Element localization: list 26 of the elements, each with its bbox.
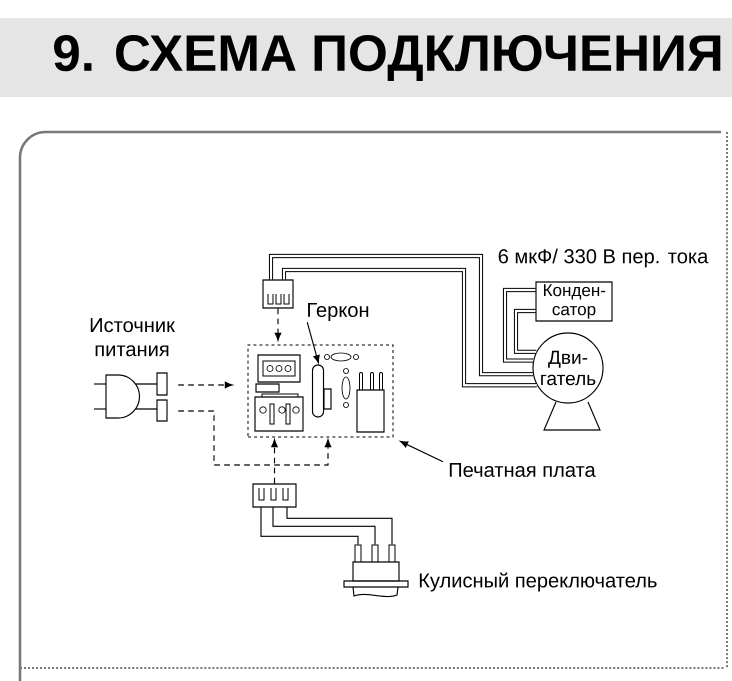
circuit-board	[248, 344, 394, 438]
part-label: Геркон	[308, 303, 368, 321]
rating-label: 6 мкФ/ 330 В пер. тока	[498, 248, 708, 268]
reed-switch	[312, 364, 324, 418]
wire	[268, 254, 533, 376]
title-banner: 9. СХЕМА ПОДКЛЮЧЕНИЯ	[0, 18, 732, 97]
rocker-switch: Кулисный переключатель	[343, 544, 657, 598]
wire	[286, 508, 393, 544]
connector	[252, 483, 297, 508]
leader-line	[400, 440, 444, 462]
wire	[502, 288, 536, 363]
part-label: Печатная плата	[450, 463, 596, 477]
dashed-arrow	[271, 439, 278, 484]
connector	[262, 279, 294, 309]
node-label: Источник питания	[90, 318, 175, 356]
dashed-arrow	[274, 308, 282, 341]
wire	[282, 268, 537, 388]
leader-line	[306, 322, 320, 364]
node-label: Кулисный переключатель	[420, 572, 657, 592]
power-plug: Источник питания	[90, 318, 175, 422]
dashed-arrow	[178, 382, 233, 388]
wire	[260, 508, 359, 544]
wire	[514, 308, 536, 354]
wire	[272, 508, 376, 544]
capacitor-box: Конден- сатор	[535, 281, 613, 322]
dashed-arrow	[178, 410, 332, 466]
